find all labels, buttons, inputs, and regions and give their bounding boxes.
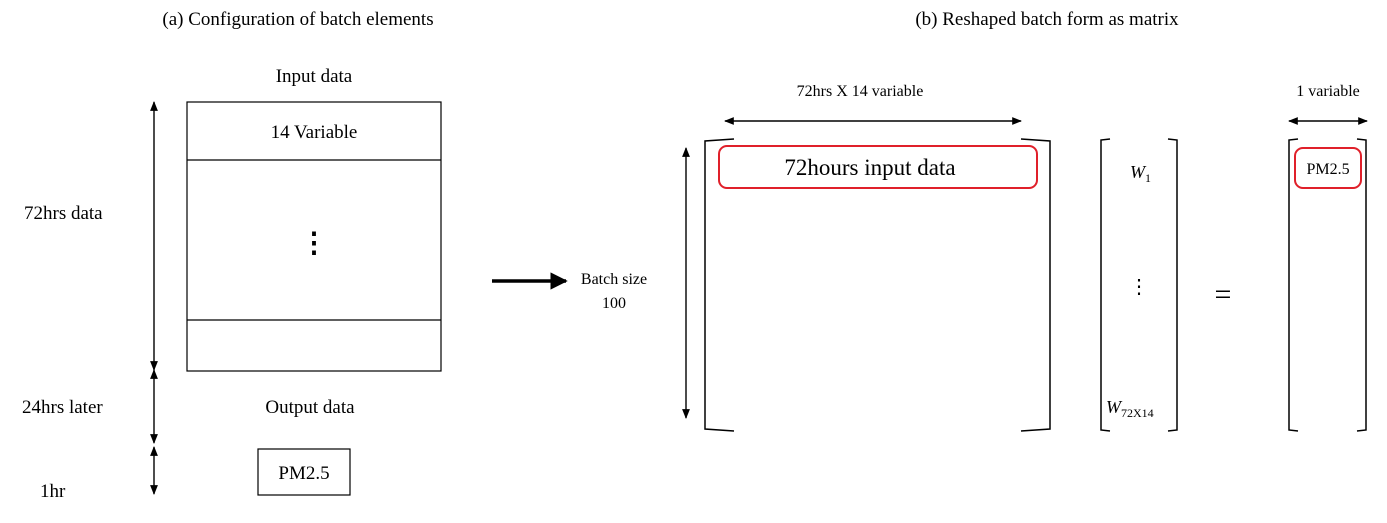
weight-last-sub: 72X14: [1121, 406, 1154, 420]
input-matrix-left-bracket: [704, 138, 735, 432]
output-cell-highlight: [1294, 147, 1362, 189]
output-width-label: 1 variable: [1296, 83, 1360, 100]
weight-first: W1: [1130, 162, 1151, 185]
weight-last: W72X14: [1106, 397, 1154, 420]
span-24hrs-label: 24hrs later: [22, 397, 103, 418]
weight-first-base: W: [1130, 162, 1147, 182]
batch-size-value: 100: [602, 295, 626, 312]
weight-vector-right-bracket: [1167, 138, 1178, 432]
equals-sign: =: [1215, 278, 1232, 311]
span-72hrs-label: 72hrs data: [24, 203, 103, 224]
output-pm25-box: [257, 448, 351, 496]
weight-ellipsis: ⋮: [1129, 276, 1149, 298]
weight-last-base: W: [1106, 397, 1123, 417]
output-vector-right-bracket: [1356, 138, 1367, 432]
span-1hr-label: 1hr: [40, 481, 66, 502]
input-data-box: [186, 101, 442, 372]
weight-vector-left-bracket: [1100, 138, 1111, 432]
input-matrix-right-bracket: [1020, 138, 1051, 432]
output-data-label: Output data: [265, 397, 355, 418]
output-vector-left-bracket: [1288, 138, 1299, 432]
panel-a-title: (a) Configuration of batch elements: [162, 9, 433, 30]
weight-first-sub: 1: [1145, 171, 1151, 185]
output-cell-label: PM2.5: [1306, 161, 1349, 178]
panel-b-title: (b) Reshaped batch form as matrix: [915, 9, 1179, 30]
variable-row-label: 14 Variable: [271, 122, 358, 143]
rows-ellipsis: ⋮: [300, 228, 328, 259]
highlight-row-label: 72hours input data: [784, 155, 955, 180]
batch-size-label: Batch size: [581, 271, 647, 288]
highlight-row-box: [718, 145, 1038, 189]
output-pm25-label: PM2.5: [278, 463, 329, 484]
matrix-width-label: 72hrs X 14 variable: [797, 83, 924, 100]
input-data-label: Input data: [276, 66, 353, 87]
